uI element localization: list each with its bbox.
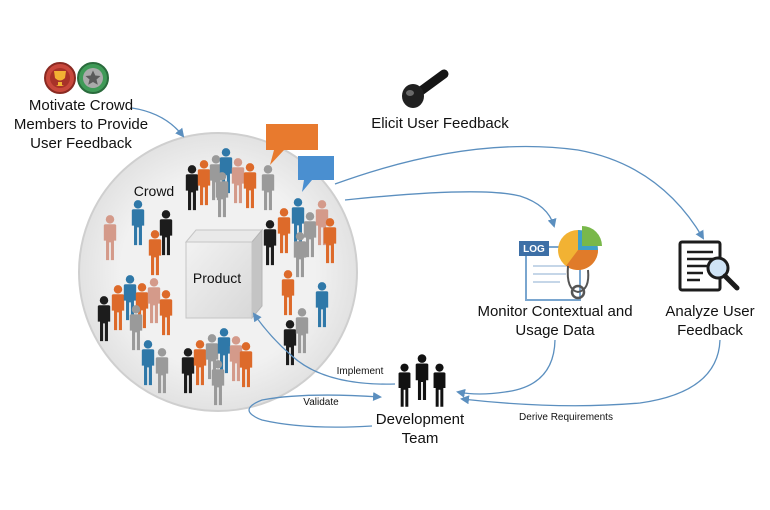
- analyze-feedback-label: Analyze User Feedback: [665, 303, 755, 339]
- arrow-elicit-to-analyze: [334, 145, 705, 240]
- team-people-icon: [398, 354, 446, 407]
- crowd-label: Crowd: [133, 183, 175, 199]
- log-badge-text: LOG: [523, 244, 545, 255]
- arrow-analyze-to-team: [460, 339, 721, 407]
- orange-speech-bubble-icon: [266, 124, 318, 165]
- motivate-crowd-label: Motivate Crowd Members to Provide User F…: [13, 97, 149, 152]
- arrow-crowd-to-monitor: [344, 191, 557, 228]
- elicit-feedback-label: Elicit User Feedback: [371, 115, 509, 132]
- development-team-label: Development Team: [375, 411, 465, 447]
- product-label: Product: [192, 270, 242, 286]
- trophy-badge-icon: [44, 62, 76, 94]
- arrow-validate-loop: [248, 392, 382, 428]
- product-cube: [184, 228, 264, 320]
- validate-label: Validate: [303, 397, 339, 408]
- pie-chart-icon: [558, 226, 602, 270]
- microphone-icon: [402, 69, 449, 108]
- stethoscope-icon: [566, 265, 590, 300]
- document-magnifier-icon: [678, 240, 740, 292]
- flow-arrows: [131, 107, 721, 428]
- arrow-team-implement-product: [252, 312, 396, 385]
- arrow-motivate-to-crowd: [131, 107, 185, 138]
- monitor-data-label: Monitor Contextual and Usage Data: [477, 303, 633, 339]
- derive-requirements-label: Derive Requirements: [519, 412, 613, 423]
- star-badge-icon: [77, 62, 109, 94]
- blue-speech-bubble-icon: [298, 156, 334, 192]
- implement-label: Implement: [336, 366, 384, 377]
- log-file-icon: LOG: [519, 241, 581, 301]
- arrow-monitor-to-team: [456, 339, 556, 398]
